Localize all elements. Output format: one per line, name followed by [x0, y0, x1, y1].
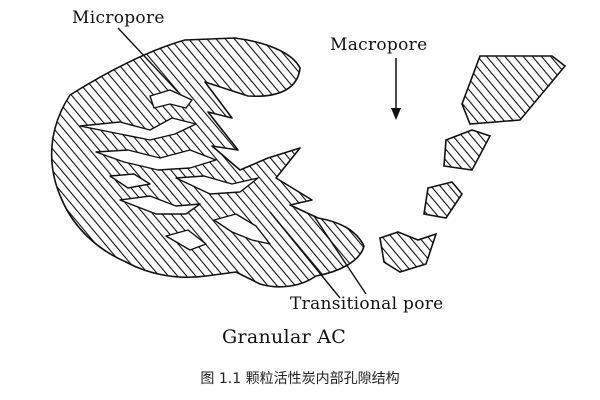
transitional-pore-leader-line-2 — [313, 215, 367, 295]
carbon-fragment-middle — [443, 129, 492, 171]
micropore-label: Micropore — [72, 8, 165, 28]
transitional-pore-label: Transitional pore — [290, 294, 444, 314]
micropore-leader-line — [117, 27, 179, 93]
figure-caption: 图 1.1 颗粒活性炭内部孔隙结构 — [200, 371, 400, 387]
macropore-arrow-head — [391, 108, 401, 120]
carbon-fragment-bottom — [379, 231, 438, 273]
carbon-fragment-top-right — [461, 55, 567, 125]
transitional-pore-leader-line — [269, 211, 341, 299]
micropore-channels — [79, 89, 271, 251]
carbon-fragment-lower — [423, 181, 463, 219]
granular-ac-label: Granular AC — [222, 326, 347, 348]
macropore-label: Macropore — [330, 35, 428, 55]
